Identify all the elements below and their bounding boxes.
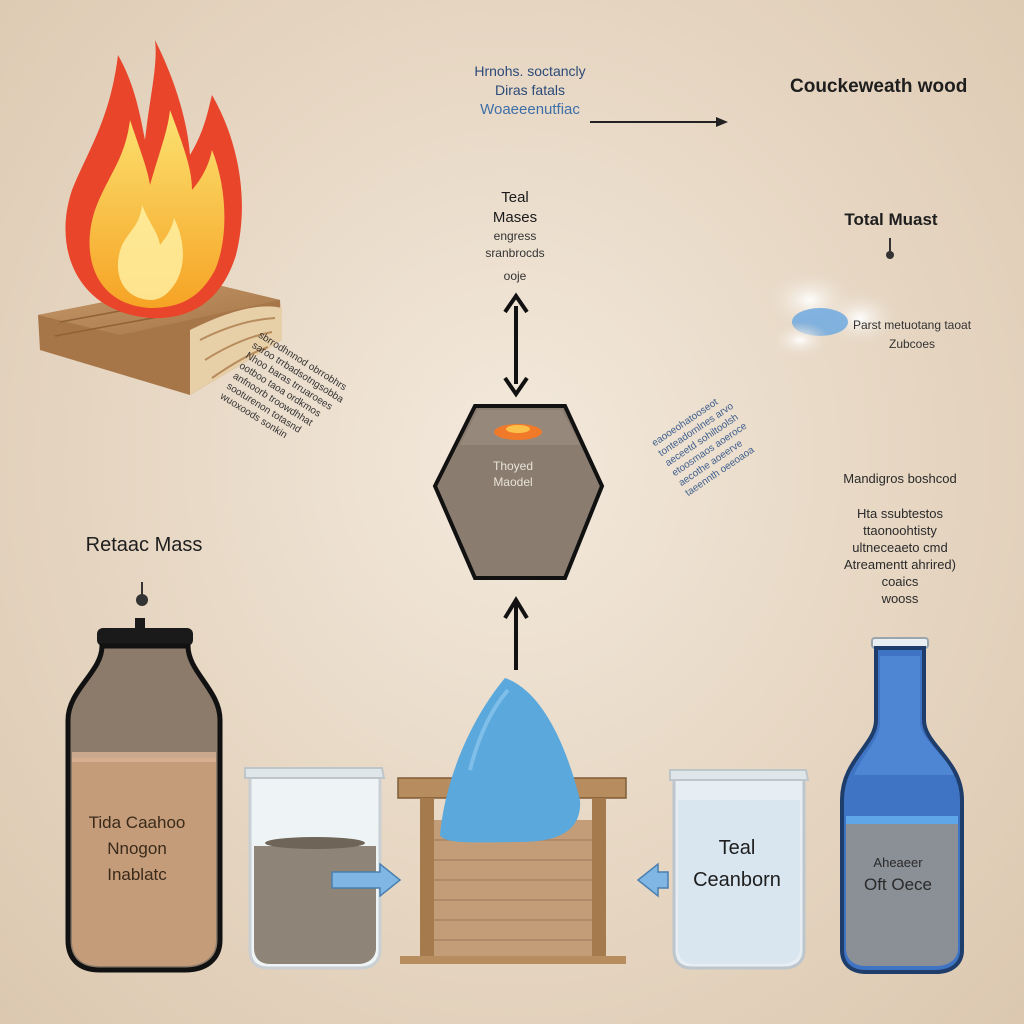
- hexagon-line: Maodel: [493, 475, 533, 489]
- drip-arrow-icon: [136, 582, 148, 606]
- right-list-line: wooss: [881, 591, 919, 606]
- hexagon-chamber-icon: [432, 404, 605, 580]
- top-center-line: Diras fatals: [494, 82, 566, 98]
- smoke-cloud-icon: [765, 270, 900, 358]
- total-mass-line: ooje: [503, 269, 527, 283]
- total-mass-line: sranbrocds: [485, 246, 545, 260]
- bottle-icon: [840, 637, 964, 974]
- right-list-line: ttaonoohtisty: [863, 523, 937, 538]
- flame-icon: [65, 40, 242, 319]
- left-jar-line: Inablatc: [107, 865, 167, 884]
- arrow-icon: [331, 862, 402, 898]
- smoke-line: Zubcoes: [888, 337, 936, 351]
- top-center-label: Hrnohs. soctancly Diras fatals Woaeeenut…: [440, 62, 620, 119]
- total-mass-line: Mases: [492, 209, 538, 226]
- right-bottle-label: Aheaeer Oft Oece: [848, 852, 948, 896]
- hexagon-line: Thoyed: [492, 459, 534, 473]
- right-list-line: Hta ssubtestos: [857, 506, 943, 521]
- left-jar-line: Nnogon: [107, 839, 167, 858]
- hexagon-label: Thoyed Maodel: [468, 458, 558, 490]
- right-text-list: Mandigros boshcod Hta ssubtestos ttaonoo…: [820, 470, 980, 607]
- right-list-line: coaics: [881, 574, 919, 589]
- jar-icon: [65, 618, 223, 973]
- top-right-title: Couckeweath wood: [790, 76, 968, 97]
- left-mass-label: Retaac Mass: [85, 534, 203, 556]
- right-beaker-label: Teal Ceanborn: [672, 832, 802, 896]
- left-jar-label: Tida Caahoo Nnogon Inablatc: [72, 810, 202, 888]
- right-bottle-line: Oft Oece: [863, 875, 933, 894]
- smoke-line: Parst metuotang taoat: [852, 318, 972, 332]
- total-mass-line: engress: [493, 229, 537, 243]
- top-center-line: Hrnohs. soctancly: [474, 63, 586, 79]
- drip-arrow-icon: [886, 238, 894, 259]
- right-list-line: ultneceaeto cmd: [852, 540, 948, 555]
- water-drop-icon: [440, 678, 581, 843]
- right-beaker-line: Teal: [718, 837, 756, 859]
- arrow-icon: [503, 596, 529, 670]
- right-list-line: Mandigros boshcod: [843, 471, 957, 486]
- right-list-line: Atreamentt ahrired): [844, 557, 956, 572]
- right-bottle-line: Aheaeer: [873, 855, 923, 870]
- arrow-icon: [590, 117, 728, 127]
- smoke-label: Parst metuotang taoat Zubcoes: [832, 316, 992, 354]
- arrow-icon: [636, 862, 669, 898]
- right-beaker-line: Ceanborn: [693, 869, 781, 891]
- total-mass-center-label: Teal Mases engress sranbrocds ooje: [455, 188, 575, 285]
- total-mass-right-label: Total Muast: [844, 210, 938, 229]
- total-mass-line: Teal: [501, 189, 529, 206]
- beaker-icon: [244, 767, 386, 970]
- beaker-icon: [669, 769, 810, 970]
- top-center-line: Woaeeenutfiac: [480, 101, 580, 118]
- left-jar-line: Tida Caahoo: [88, 813, 186, 832]
- double-arrow-icon: [503, 292, 529, 398]
